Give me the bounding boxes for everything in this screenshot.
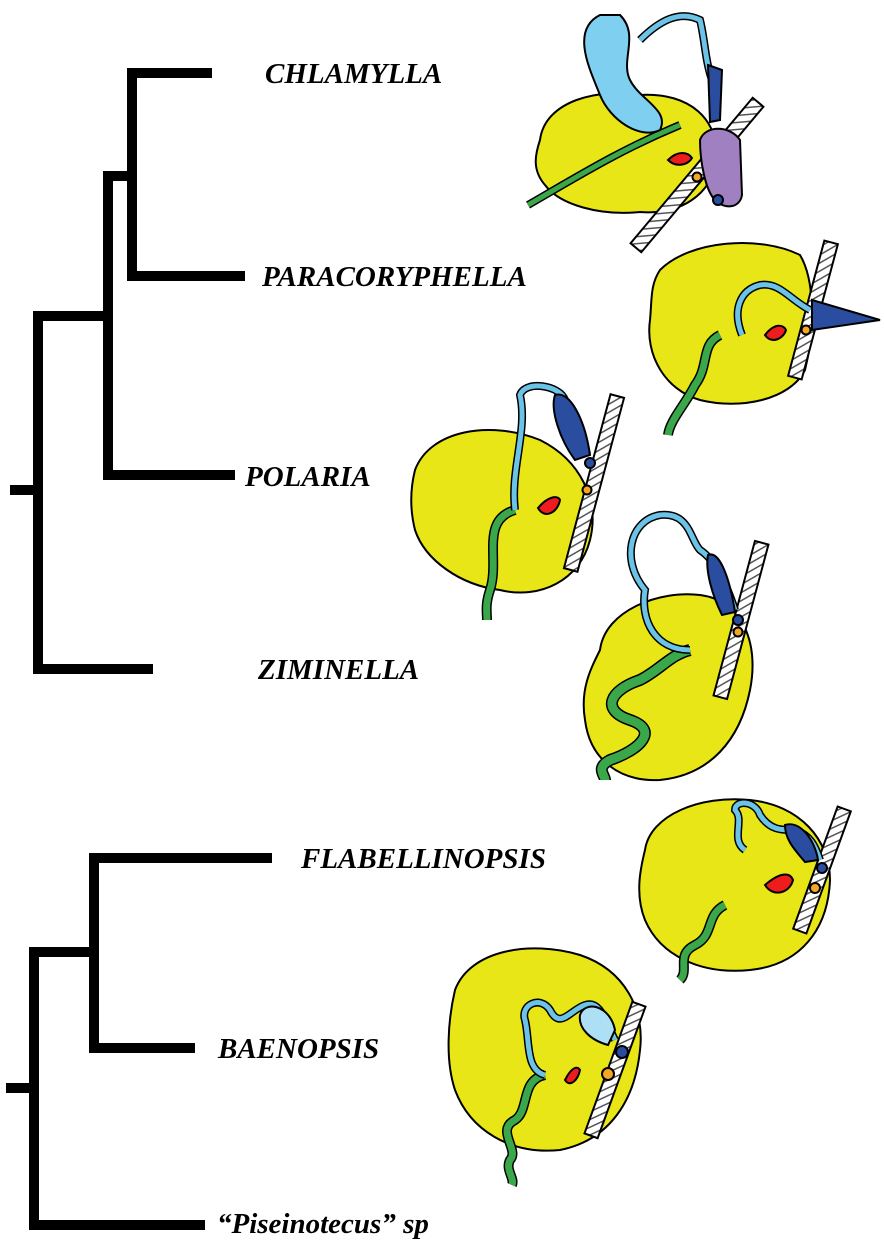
- taxon-label-baenopsis: BAENOPSIS: [218, 1035, 379, 1064]
- drawing-ziminella: [584, 515, 769, 780]
- taxon-label-piseinotecus: “Piseinotecus” sp: [217, 1210, 429, 1239]
- taxon-label-polaria: POLARIA: [245, 463, 371, 492]
- taxon-label-flabellinopsis: FLABELLINOPSIS: [301, 845, 546, 874]
- drawing-polaria: [411, 386, 624, 620]
- drawing-flabellinopsis: [639, 799, 851, 980]
- taxon-label-ziminella: ZIMINELLA: [258, 656, 419, 685]
- drawing-paracoryphella: [649, 241, 880, 435]
- upper-clade-tree: [10, 68, 245, 674]
- drawing-baenopsis: [449, 948, 646, 1185]
- taxon-label-chlamylla: CHLAMYLLA: [265, 60, 442, 89]
- drawing-chlamylla: [528, 15, 763, 252]
- taxon-label-paracoryphella: PARACORYPHELLA: [262, 263, 527, 292]
